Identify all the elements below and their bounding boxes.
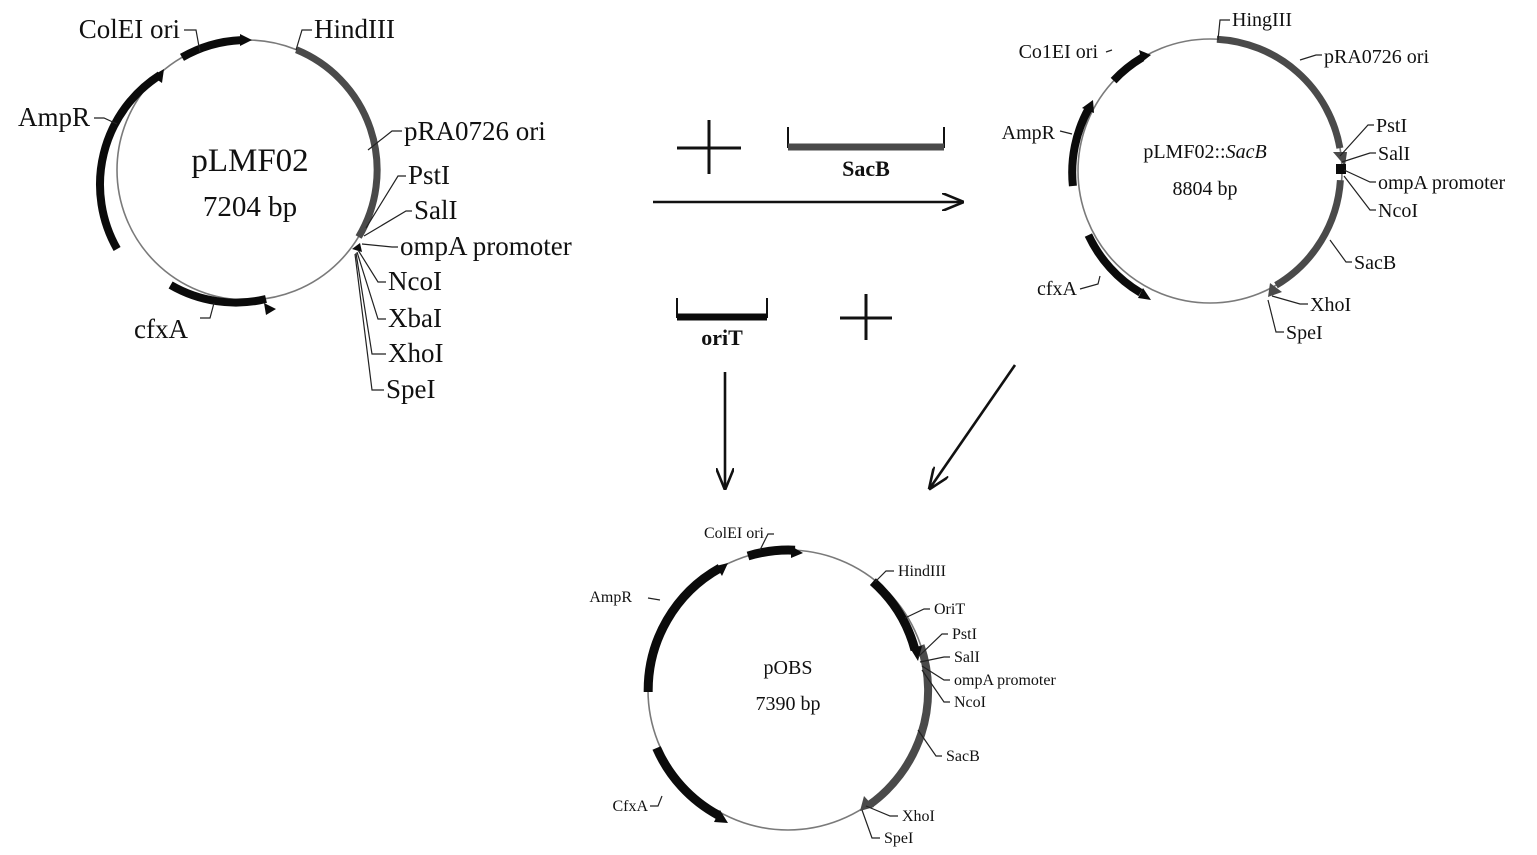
label-ompa-promoter-c: ompA promoter	[954, 672, 1056, 689]
label-hingiii-b: HingIII	[1232, 9, 1292, 31]
label-psti: PstI	[408, 160, 450, 190]
label-cfxa: cfxA	[134, 314, 188, 344]
cfxa-arrowhead	[264, 303, 276, 315]
leader-cfxa-b	[1080, 276, 1100, 289]
ompa-block-b	[1336, 164, 1346, 174]
label-orit-c: OriT	[934, 601, 965, 618]
label-psti-c: PstI	[952, 626, 977, 643]
plasmid-pobs-size: 7390 bp	[756, 693, 821, 715]
label-colei-ori-c: ColEI ori	[704, 525, 765, 542]
plus-sign-1	[677, 120, 741, 174]
label-ampr-c: AmpR	[589, 589, 632, 606]
colei-ori-arrowhead	[240, 34, 252, 46]
label-spei-c: SpeI	[884, 830, 913, 847]
arrow-diagonal-to-pobs	[930, 365, 1015, 488]
label-ampr: AmpR	[18, 102, 90, 132]
label-ompa-promoter-b: ompA promoter	[1378, 172, 1506, 194]
label-xbai: XbaI	[388, 303, 442, 333]
label-psti-b: PstI	[1376, 115, 1407, 137]
leader-ampr-b	[1060, 131, 1072, 134]
label-ompa-promoter: ompA promoter	[400, 231, 572, 261]
label-xhoi: XhoI	[388, 338, 444, 368]
label-hindiii-c: HindIII	[898, 563, 946, 580]
leader-pra0726-b	[1300, 55, 1322, 60]
leader-spei-b	[1268, 300, 1284, 332]
leader-sacb-b	[1330, 240, 1352, 262]
feature-colei-ori	[182, 40, 241, 57]
feature-co1ei-ori-b	[1114, 58, 1143, 81]
feature-ampr-c	[648, 568, 720, 692]
leader-sali-b	[1342, 153, 1376, 162]
feature-sacb-c	[869, 646, 929, 806]
leader-psti-b	[1340, 125, 1374, 156]
feature-ampr	[100, 75, 160, 249]
label-colei-ori: ColEI ori	[79, 14, 180, 44]
leader-ampr-c	[648, 598, 660, 600]
feature-sacb-b	[1276, 180, 1340, 285]
label-hindiii: HindIII	[314, 14, 395, 44]
plasmid-plmf02-size: 7204 bp	[203, 191, 297, 223]
plasmid-plmf02-sacb-name: pLMF02::SacB	[1143, 141, 1266, 163]
label-spei: SpeI	[386, 374, 436, 404]
fragment-orit: oriT	[677, 298, 767, 350]
label-xhoi-b: XhoI	[1310, 294, 1351, 316]
label-sali-c: SalI	[954, 649, 980, 666]
fragment-sacb-label: SacB	[842, 156, 890, 181]
leader-cfxa	[200, 303, 214, 318]
label-cfxa-c: CfxA	[612, 798, 648, 815]
leader-ompa-b	[1344, 170, 1376, 182]
label-xhoi-c: XhoI	[902, 808, 935, 825]
leader-xhoi-b	[1272, 296, 1308, 304]
label-sacb-b: SacB	[1354, 252, 1396, 274]
leader-orit-c	[905, 609, 930, 618]
plasmid-plmf02-name: pLMF02	[191, 143, 308, 179]
fragment-sacb: SacB	[788, 127, 944, 181]
plus-sign-2	[840, 294, 892, 340]
label-co1ei-ori-b: Co1EI ori	[1019, 41, 1099, 63]
pra0726-arrowhead-b	[1333, 152, 1347, 166]
feature-colei-ori-c	[748, 550, 795, 556]
plasmid-plmf02-sacb-size: 8804 bp	[1173, 178, 1238, 200]
label-cfxa-b: cfxA	[1037, 278, 1078, 300]
leader-spei-c	[862, 810, 880, 838]
leader-co1ei-b	[1106, 50, 1112, 52]
label-ampr-b: AmpR	[1002, 122, 1056, 144]
plasmid-plmf02-sacb: pLMF02::SacB 8804 bp HingIII Co1EI ori p…	[1002, 9, 1506, 344]
plasmid-plmf02: pLMF02 7204 bp ColEI ori HindIII AmpR pR…	[18, 14, 572, 404]
colei-arrowhead-c	[791, 546, 803, 558]
label-sacb-c: SacB	[946, 748, 980, 765]
label-spei-b: SpeI	[1286, 322, 1323, 344]
fragment-orit-label: oriT	[701, 325, 743, 350]
label-sali-b: SalI	[1378, 143, 1410, 165]
feature-cfxa	[171, 285, 266, 303]
leader-ncoi	[358, 250, 386, 282]
label-ncoi: NcoI	[388, 266, 442, 296]
label-sali: SalI	[414, 195, 458, 225]
label-pra0726-ori-b: pRA0726 ori	[1324, 46, 1429, 68]
label-pra0726-ori: pRA0726 ori	[404, 116, 546, 146]
plasmid-pobs-name: pOBS	[764, 657, 813, 679]
label-ncoi-c: NcoI	[954, 694, 986, 711]
leader-ompa	[362, 244, 398, 247]
leader-xhoi	[356, 253, 386, 354]
leader-cfxa-c	[650, 796, 662, 806]
feature-cfxa-c	[657, 748, 718, 815]
leader-ncoi-b	[1344, 176, 1376, 210]
leader-xhoi-c	[866, 806, 898, 816]
label-ncoi-b: NcoI	[1378, 200, 1418, 222]
plasmid-pobs: pOBS 7390 bp ColEI ori HindIII AmpR OriT…	[589, 525, 1056, 847]
